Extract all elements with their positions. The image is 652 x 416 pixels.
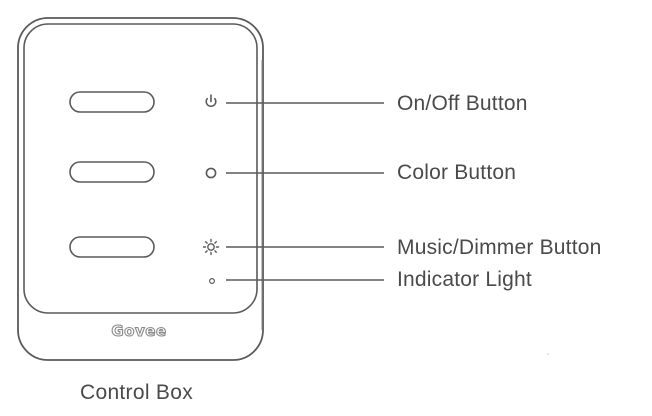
color-button[interactable]	[69, 161, 155, 183]
sun-icon	[202, 238, 220, 256]
label-color-button: Color Button	[397, 161, 517, 184]
indicator-light	[209, 278, 216, 285]
circle-icon	[205, 167, 217, 179]
diagram-caption: Control Box	[80, 381, 194, 404]
music-dimmer-button[interactable]	[69, 236, 155, 258]
label-music-dimmer-button: Music/Dimmer Button	[397, 236, 602, 259]
power-icon	[205, 94, 217, 108]
brand-logo: Govee	[111, 321, 167, 340]
on-off-button[interactable]	[69, 91, 155, 113]
label-on-off-button: On/Off Button	[397, 92, 528, 115]
scan-speck	[547, 353, 549, 355]
label-indicator-light: Indicator Light	[397, 268, 532, 291]
